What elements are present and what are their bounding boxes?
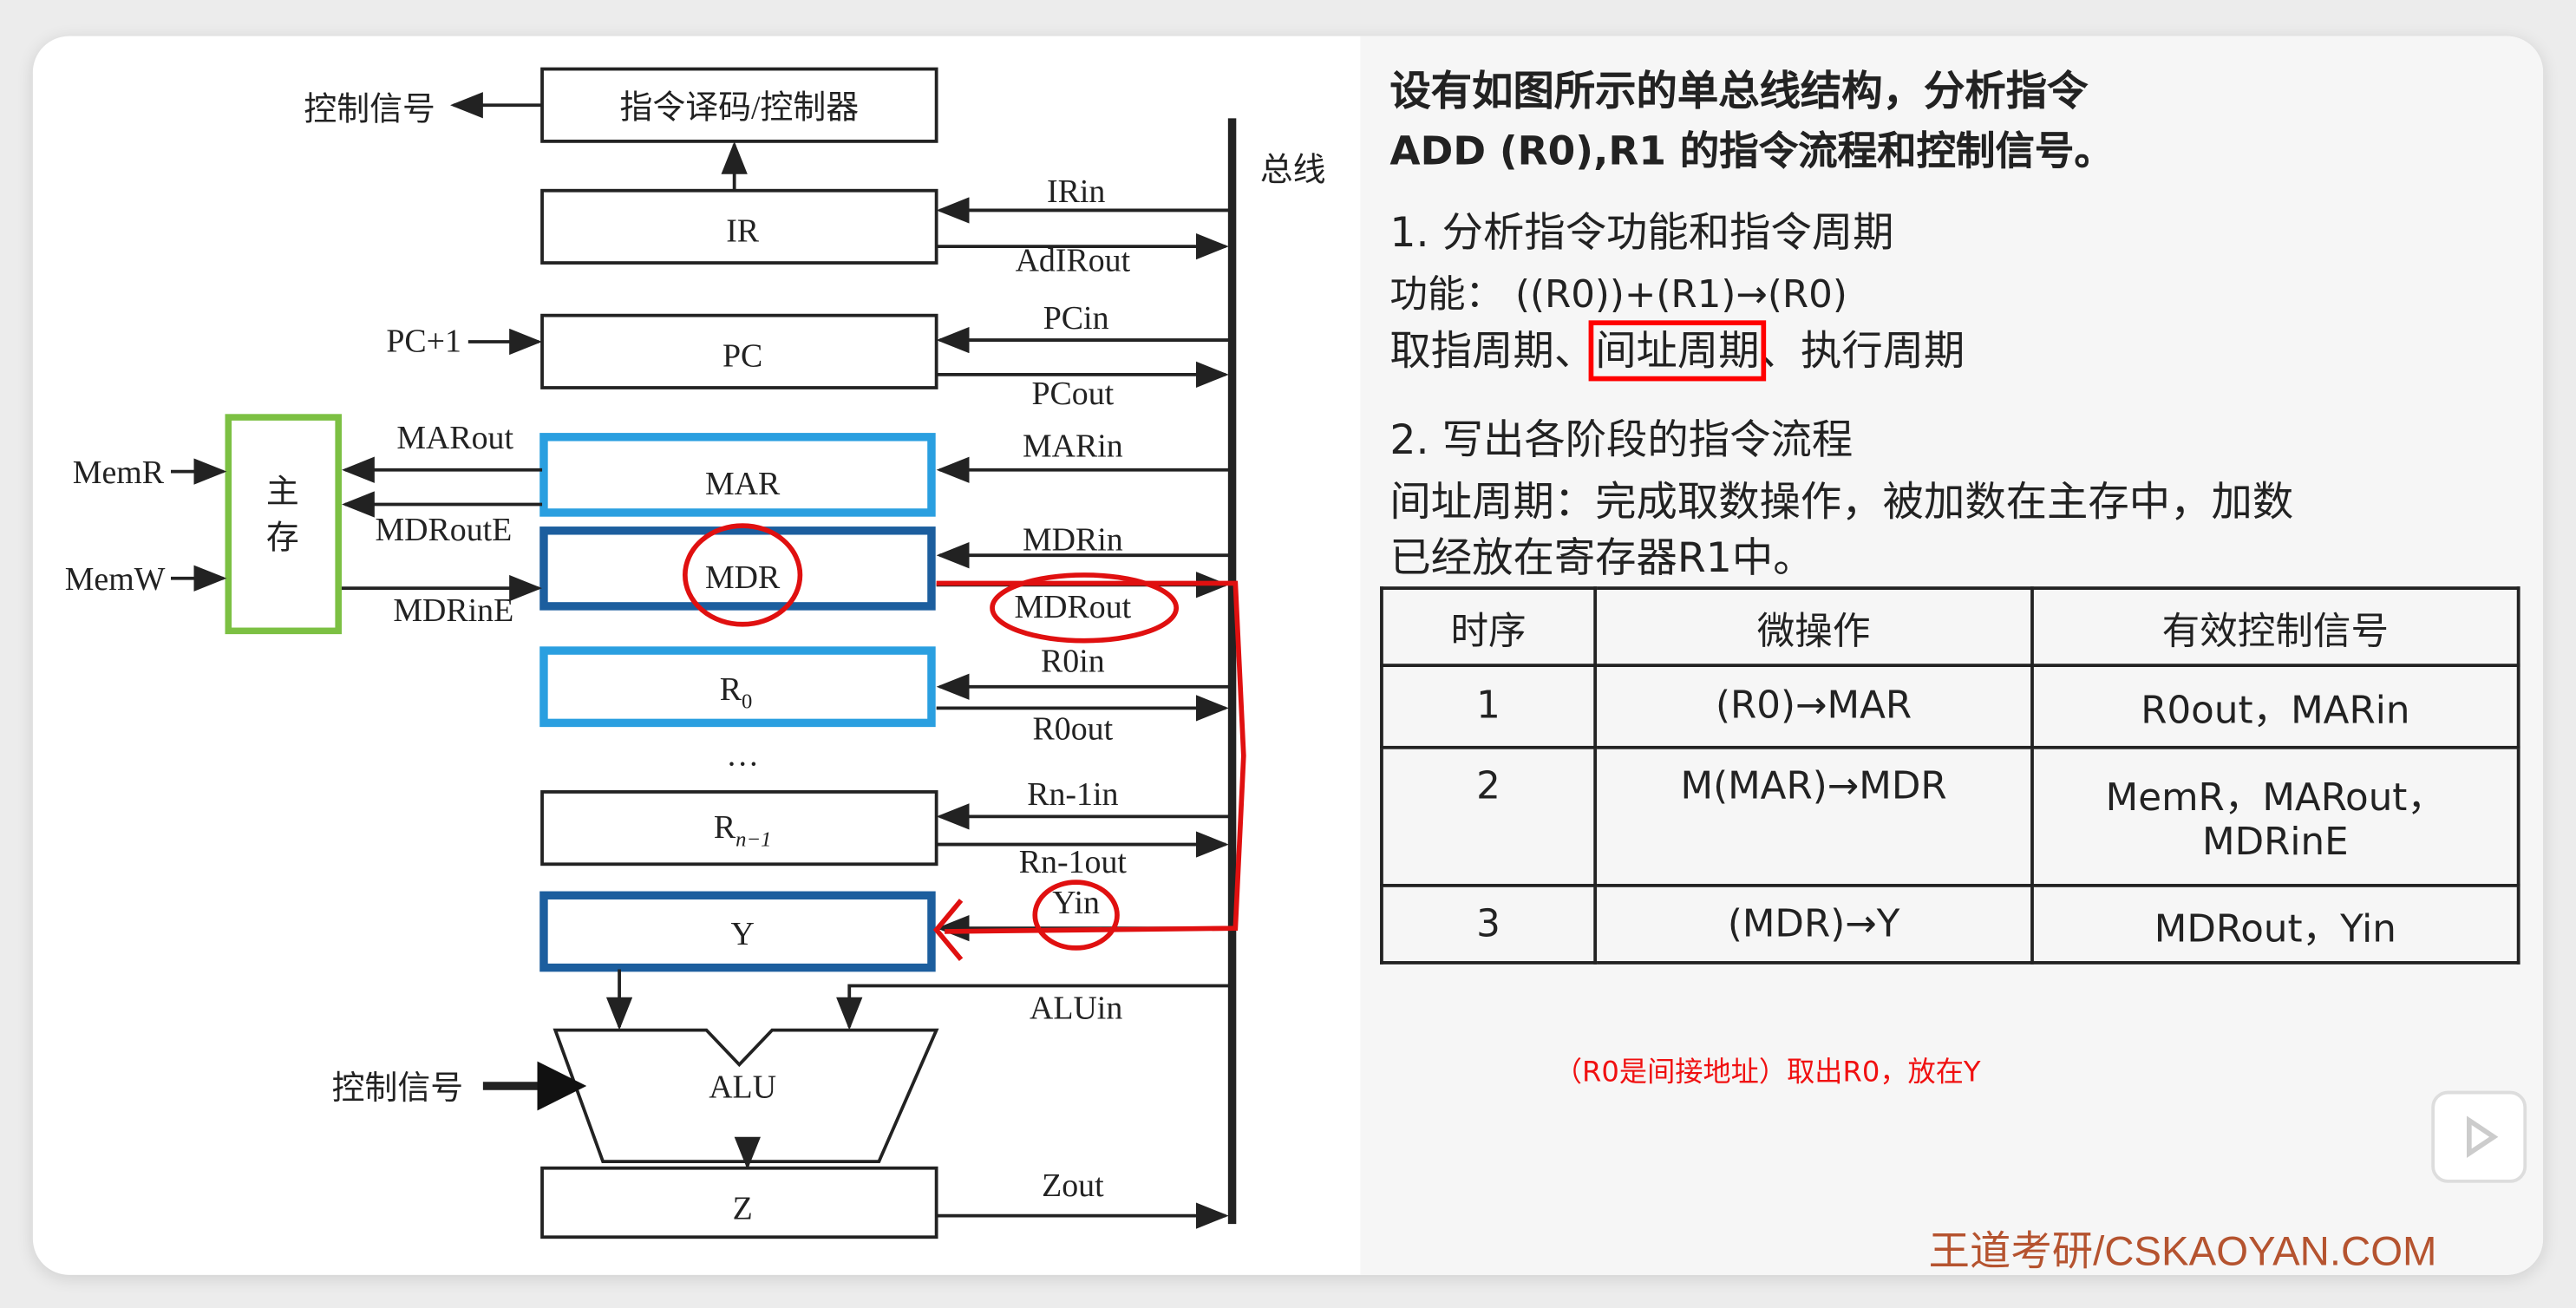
description-line-1: 间址周期：完成取数操作，被加数在主存中，加数	[1389, 478, 2294, 526]
section-2-heading: 2. 写出各阶段的指令流程	[1389, 415, 1854, 464]
signal-mdrin: MDRin	[1023, 522, 1123, 559]
signal-r0in: R0in	[1041, 644, 1105, 680]
signal-marout: MARout	[396, 420, 513, 456]
description-line-2: 已经放在寄存器R1中。	[1389, 533, 1814, 582]
question-line-2: ADD (R0),R1 的指令流程和控制信号。	[1389, 128, 2114, 174]
cell: (MDR)→Y	[1593, 884, 2034, 965]
ir-label: IR	[726, 213, 760, 249]
cell: 3	[1380, 884, 1598, 965]
z-box	[540, 1166, 938, 1239]
signal-marin: MARin	[1023, 428, 1123, 465]
alu-shape	[552, 1028, 939, 1164]
play-button[interactable]	[2431, 1090, 2527, 1183]
ir-box	[540, 188, 938, 265]
section-1-heading: 1. 分析指令功能和指令周期	[1389, 208, 1894, 257]
signal-memw: MemW	[65, 561, 166, 598]
signal-rn-in: Rn-1in	[1027, 776, 1118, 813]
cell: M(MAR)→MDR	[1593, 745, 2034, 887]
watermark: 王道考研/CSKAOYAN.COM	[1928, 1228, 2437, 1275]
mdr-label: MDR	[705, 559, 781, 596]
y-box	[539, 891, 936, 972]
signal-mdroute: MDRoutE	[375, 512, 512, 548]
execute-cycle: 、执行周期	[1759, 326, 1965, 375]
indirect-cycle-highlight: 间址周期	[1588, 320, 1767, 382]
cell: (R0)→MAR	[1593, 664, 2034, 749]
cycles-line: 取指周期、间址周期、执行周期	[1389, 318, 1965, 382]
header-timing: 时序	[1380, 586, 1598, 668]
cell: 2	[1380, 745, 1598, 887]
signal-yin: Yin	[1052, 885, 1100, 921]
question-line-1: 设有如图所示的单总线结构，分析指令	[1389, 67, 2089, 115]
mdr-box	[539, 526, 936, 611]
alu-control-signal-label: 控制信号	[332, 1070, 464, 1107]
z-label: Z	[733, 1190, 753, 1226]
ellipsis: …	[726, 737, 759, 774]
header-control-signals: 有效控制信号	[2030, 586, 2520, 668]
control-signal-label: 控制信号	[304, 91, 435, 128]
pc-label: PC	[722, 337, 762, 374]
cell: R0out，MARin	[2030, 664, 2520, 749]
play-icon	[2466, 1115, 2499, 1158]
memory-label-1: 主	[266, 474, 299, 511]
controller-label: 指令译码/控制器	[620, 89, 860, 126]
rn-label: Rn−1	[714, 809, 771, 851]
signal-irin: IRin	[1047, 173, 1105, 210]
r0-box	[539, 646, 936, 728]
cell: MDRout，Yin	[2030, 884, 2520, 965]
signal-adirout: AdIRout	[1016, 243, 1131, 279]
red-annotations	[682, 523, 1246, 961]
y-label: Y	[730, 916, 754, 952]
memory-box	[225, 414, 342, 635]
fetch-cycle: 取指周期、	[1389, 326, 1596, 375]
mar-label: MAR	[705, 466, 781, 502]
signal-pcin: PCin	[1043, 300, 1109, 337]
memory-label-2: 存	[266, 520, 299, 557]
bus-diagram: 总线 指令译码/控制器 控制信号 控制信号 主 存 IR PC MAR MDR …	[65, 67, 1326, 1239]
signal-zout: Zout	[1042, 1167, 1104, 1204]
pc-box	[540, 313, 938, 389]
signal-pc-plus-1: PC+1	[386, 323, 461, 359]
signal-pcout: PCout	[1031, 376, 1114, 412]
signal-mdrout: MDRout	[1014, 589, 1131, 625]
annotation-note: （R0是间接地址）取出R0，放在Y	[1553, 1056, 1981, 1089]
alu-label: ALU	[709, 1069, 776, 1105]
cell: 1	[1380, 664, 1598, 749]
signal-aluin: ALUin	[1030, 990, 1122, 1026]
signal-memr: MemR	[73, 455, 165, 491]
mar-box	[539, 433, 936, 517]
table-header-row: 时序 微操作 有效控制信号	[1380, 586, 2520, 668]
r0-label: R0	[720, 671, 753, 713]
cell: MemR，MARout，MDRinE	[2030, 745, 2520, 887]
signal-mdrine: MDRinE	[393, 592, 513, 629]
signal-rn-out: Rn-1out	[1019, 844, 1128, 880]
bus-label: 总线	[1260, 152, 1326, 188]
function-line: 功能： ((R0))+(R1)→(R0)	[1389, 274, 1847, 317]
signal-r0out: R0out	[1033, 710, 1114, 747]
header-micro-op: 微操作	[1593, 586, 2034, 668]
